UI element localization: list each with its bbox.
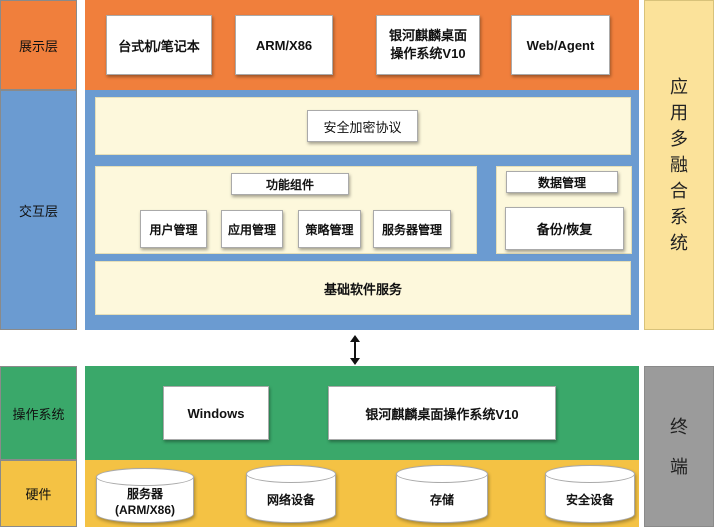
hardware-network-cylinder: 网络设备 [246, 465, 336, 523]
hardware-server-cylinder: 服务器 (ARM/X86) [96, 468, 194, 523]
hardware-security-label: 安全设备 [565, 493, 614, 507]
app-system-char: 合 [670, 181, 688, 201]
display-item-kylin-os: 银河麒麟桌面操作系统V10 [376, 15, 480, 75]
hardware-security-cylinder: 安全设备 [545, 465, 635, 523]
app-system-char: 应 [670, 77, 688, 97]
app-system-char: 系 [670, 207, 688, 227]
display-item-arm-x86: ARM/X86 [235, 15, 333, 75]
function-components-title: 功能组件 [231, 173, 349, 195]
base-software-service: 基础软件服务 [95, 261, 631, 315]
terminal-char: 终 [670, 416, 688, 437]
layer-label-hardware: 硬件 [0, 460, 77, 527]
data-management-title: 数据管理 [506, 171, 618, 193]
app-system-char: 融 [670, 155, 688, 175]
policy-management-box: 策略管理 [298, 210, 361, 248]
os-item-kylin-v10: 银河麒麟桌面操作系统V10 [328, 386, 556, 440]
backup-restore-box: 备份/恢复 [505, 207, 624, 250]
display-item-desktop-laptop: 台式机/笔记本 [106, 15, 212, 75]
double-arrow-icon [350, 335, 360, 365]
terminal-column: 终 端 [644, 366, 714, 527]
app-fusion-system-label: 应 用 多 融 合 系 统 [670, 74, 688, 256]
terminal-label: 终 端 [670, 407, 688, 487]
terminal-char: 端 [670, 456, 688, 477]
security-panel [95, 97, 631, 155]
hardware-network-label: 网络设备 [266, 493, 315, 507]
app-management-box: 应用管理 [221, 210, 283, 248]
hardware-server-label: 服务器 (ARM/X86) [114, 486, 175, 517]
layer-label-interaction: 交互层 [0, 90, 77, 330]
app-fusion-system-column: 应 用 多 融 合 系 统 [644, 0, 714, 330]
os-item-windows: Windows [163, 386, 269, 440]
user-management-box: 用户管理 [140, 210, 207, 248]
display-item-web-agent: Web/Agent [511, 15, 610, 75]
app-system-char: 统 [670, 233, 688, 253]
hardware-storage-cylinder: 存储 [396, 465, 488, 523]
security-protocol-box: 安全加密协议 [307, 110, 418, 142]
layer-label-os: 操作系统 [0, 366, 77, 460]
app-system-char: 多 [670, 129, 688, 149]
hardware-storage-label: 存储 [429, 493, 454, 507]
server-management-box: 服务器管理 [373, 210, 451, 248]
app-system-char: 用 [670, 103, 688, 123]
layer-label-display: 展示层 [0, 0, 77, 90]
